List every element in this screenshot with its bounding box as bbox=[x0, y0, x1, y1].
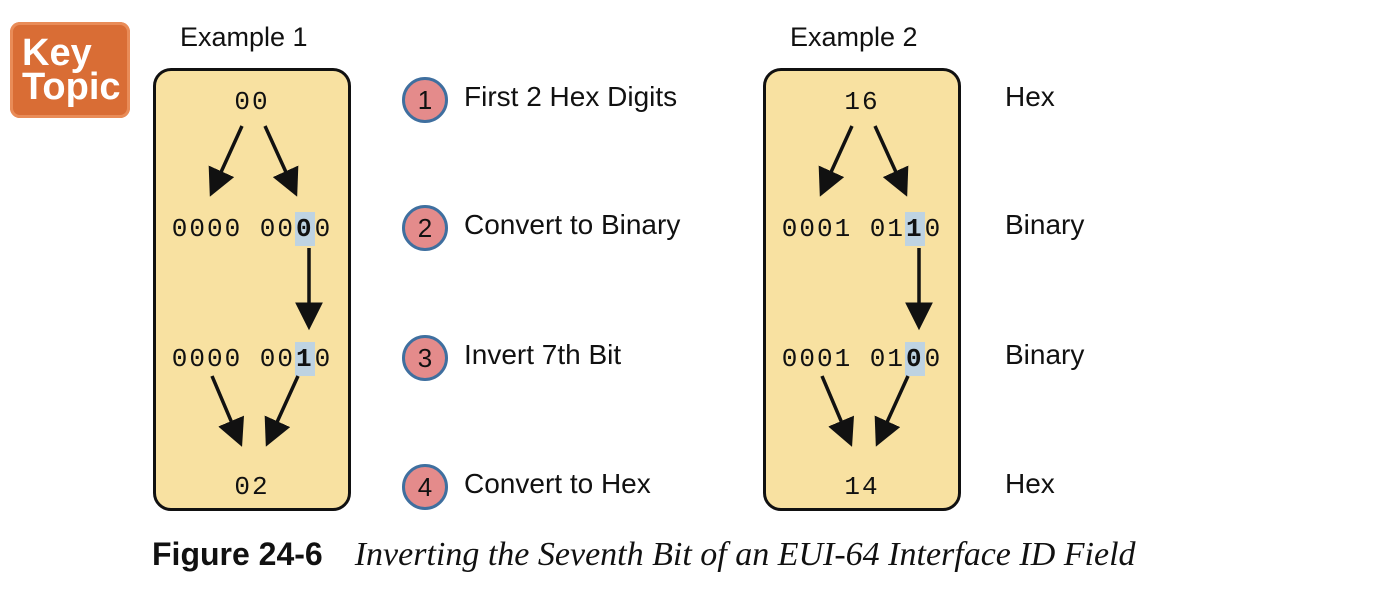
step-2-number-badge: 2 bbox=[402, 205, 448, 251]
row-label-hex-output: Hex bbox=[1005, 468, 1055, 499]
figure-number: Figure 24-6 bbox=[152, 536, 323, 572]
step-3-number-badge: 3 bbox=[402, 335, 448, 381]
key-topic-line-2: Topic bbox=[22, 66, 121, 108]
row-label-binary-inverted: Binary bbox=[1005, 339, 1085, 370]
example-1-binary-original-suffix: 0 bbox=[314, 214, 333, 244]
example-2-seventh-bit-inverted: 0 bbox=[905, 342, 925, 376]
example-1-binary-original: 0000 0000 bbox=[156, 212, 348, 246]
row-label-binary-original: Binary bbox=[1005, 209, 1085, 240]
example-1-panel: 00 0000 0000 0000 0010 02 bbox=[153, 68, 351, 511]
step-3-label: Invert 7th Bit bbox=[464, 339, 622, 370]
example-1-binary-original-prefix: 0000 00 bbox=[171, 214, 295, 244]
example-2-binary-original-suffix: 0 bbox=[924, 214, 943, 244]
example-2-binary-original: 0001 0110 bbox=[766, 212, 958, 246]
step-1-label: First 2 Hex Digits bbox=[464, 81, 678, 112]
example-1-seventh-bit-inverted: 1 bbox=[295, 342, 315, 376]
example-2-binary-inverted: 0001 0100 bbox=[766, 342, 958, 376]
example-1-hex-output: 02 bbox=[234, 472, 270, 502]
example-1-binary-inverted: 0000 0010 bbox=[156, 342, 348, 376]
figure-caption: Figure 24-6 Inverting the Seventh Bit of … bbox=[152, 536, 1136, 574]
example-1-binary-inverted-suffix: 0 bbox=[314, 344, 333, 374]
step-1-number-badge: 1 bbox=[402, 77, 448, 123]
figure-title: Inverting the Seventh Bit of an EUI-64 I… bbox=[354, 536, 1136, 573]
example-2-hex-input: 16 bbox=[844, 87, 880, 117]
example-2-panel: 16 0001 0110 0001 0100 14 bbox=[763, 68, 961, 511]
example-2-binary-original-prefix: 0001 01 bbox=[781, 214, 905, 244]
step-2-label: Convert to Binary bbox=[464, 209, 681, 240]
example-1-binary-inverted-prefix: 0000 00 bbox=[171, 344, 295, 374]
example-1-hex-input: 00 bbox=[234, 87, 270, 117]
key-topic-badge: Key Topic bbox=[10, 22, 130, 118]
example-1-seventh-bit-original: 0 bbox=[295, 212, 315, 246]
example-1-title: Example 1 bbox=[180, 22, 308, 52]
example-2-binary-inverted-prefix: 0001 01 bbox=[781, 344, 905, 374]
example-2-hex-output: 14 bbox=[844, 472, 880, 502]
example-2-title: Example 2 bbox=[790, 22, 918, 52]
step-4-number-badge: 4 bbox=[402, 464, 448, 510]
step-4-label: Convert to Hex bbox=[464, 468, 651, 499]
row-label-hex-input: Hex bbox=[1005, 81, 1055, 112]
example-2-seventh-bit-original: 1 bbox=[905, 212, 925, 246]
example-2-binary-inverted-suffix: 0 bbox=[924, 344, 943, 374]
key-topic-line-1: Key bbox=[22, 32, 92, 74]
